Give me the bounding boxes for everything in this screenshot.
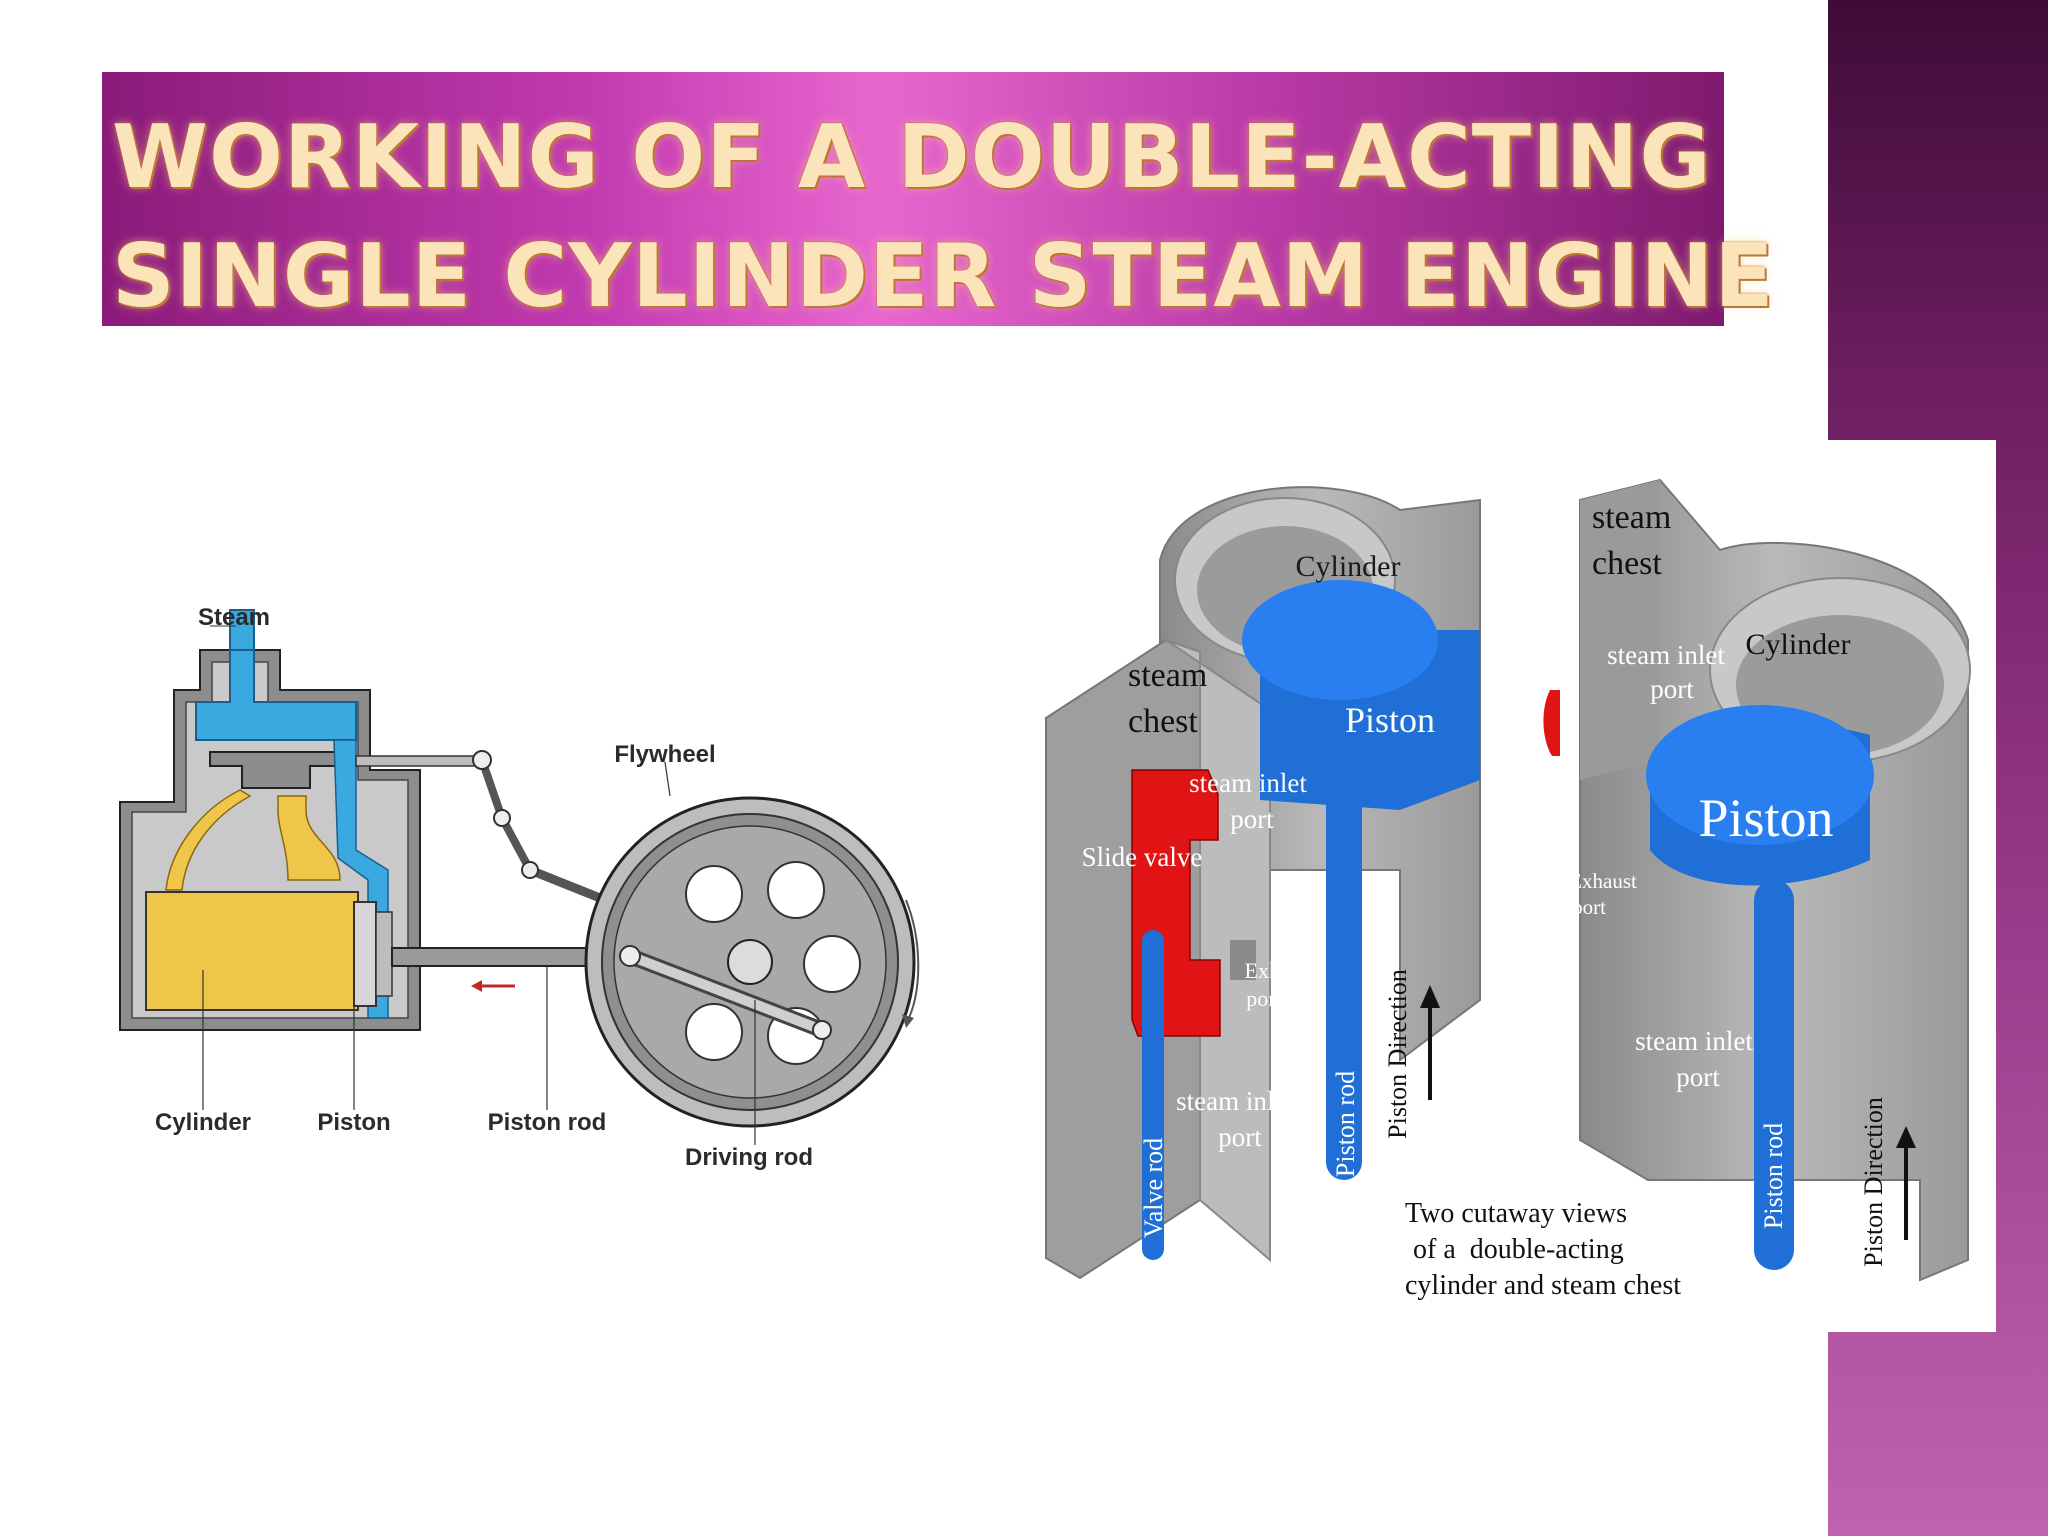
label-steam-chest-right-1: steam (1592, 499, 1671, 536)
label-piston-rod-right: Piston rod (1759, 1123, 1788, 1229)
label-piston-rod: Piston rod (488, 1109, 607, 1136)
label-driving-rod: Driving rod (685, 1144, 813, 1171)
label-piston-right: Piston (1698, 788, 1833, 848)
slide-title: Working of a Double-acting Single Cylind… (112, 98, 1775, 336)
slide-title-line-1: Working of a Double-acting (112, 106, 1712, 208)
flywheel-graphic (584, 796, 920, 1128)
slide-title-line-2: Single Cylinder Steam Engine (112, 225, 1775, 327)
label-piston: Piston (317, 1109, 390, 1136)
label-steam: Steam (198, 604, 270, 631)
right-cutaway-view (1543, 478, 1971, 1282)
label-steam-inlet-bottom-left-2: port (1218, 1122, 1262, 1152)
label-piston-left: Piston (1345, 700, 1435, 740)
label-piston-rod-left: Piston rod (1331, 1071, 1360, 1177)
steam-engine-schematic: Steam Flywheel Cylinder Piston Piston ro… (110, 590, 950, 1200)
label-exhaust-port-right-2: port (1572, 895, 1606, 919)
caption-line-2: of a double-acting (1413, 1234, 1624, 1265)
title-banner (102, 72, 1724, 326)
label-steam-inlet-top-right-1: steam inlet (1607, 640, 1725, 670)
label-steam-inlet-top-right-2: port (1650, 674, 1694, 704)
cutaway-views-figure: Cylinder steam chest Piston steam inlet … (1020, 440, 1996, 1332)
label-flywheel: Flywheel (614, 741, 715, 768)
label-cylinder-right: Cylinder (1746, 628, 1851, 661)
label-steam-inlet-bottom-left-1: steam inlet (1176, 1086, 1294, 1116)
label-steam-chest-left-1: steam (1128, 657, 1207, 694)
label-cylinder: Cylinder (155, 1109, 251, 1136)
label-valve-rod: Valve rod (1139, 1138, 1168, 1238)
label-cylinder-left: Cylinder (1296, 550, 1401, 583)
label-steam-inlet-top-left-1: steam inlet (1189, 768, 1307, 798)
left-cutaway-view (1045, 486, 1481, 1280)
label-exhaust-port-left-1: Exhaust (1245, 958, 1316, 983)
label-piston-direction-right: Piston Direction (1859, 1097, 1888, 1267)
label-steam-chest-left-2: chest (1128, 703, 1198, 740)
label-steam-inlet-top-left-2: port (1230, 804, 1274, 834)
label-steam-chest-right-2: chest (1592, 545, 1662, 582)
label-slide-valve: Slide valve (1082, 842, 1203, 872)
caption-line-3: cylinder and steam chest (1405, 1270, 1681, 1301)
label-piston-direction-left: Piston Direction (1383, 969, 1412, 1139)
label-steam-inlet-bottom-right-2: port (1676, 1062, 1720, 1092)
label-exhaust-port-right-1: Exhaust (1569, 869, 1637, 893)
label-steam-inlet-bottom-right-1: steam inlet (1635, 1026, 1753, 1056)
label-exhaust-port-left-2: port (1246, 986, 1281, 1011)
caption-line-1: Two cutaway views (1405, 1198, 1627, 1229)
